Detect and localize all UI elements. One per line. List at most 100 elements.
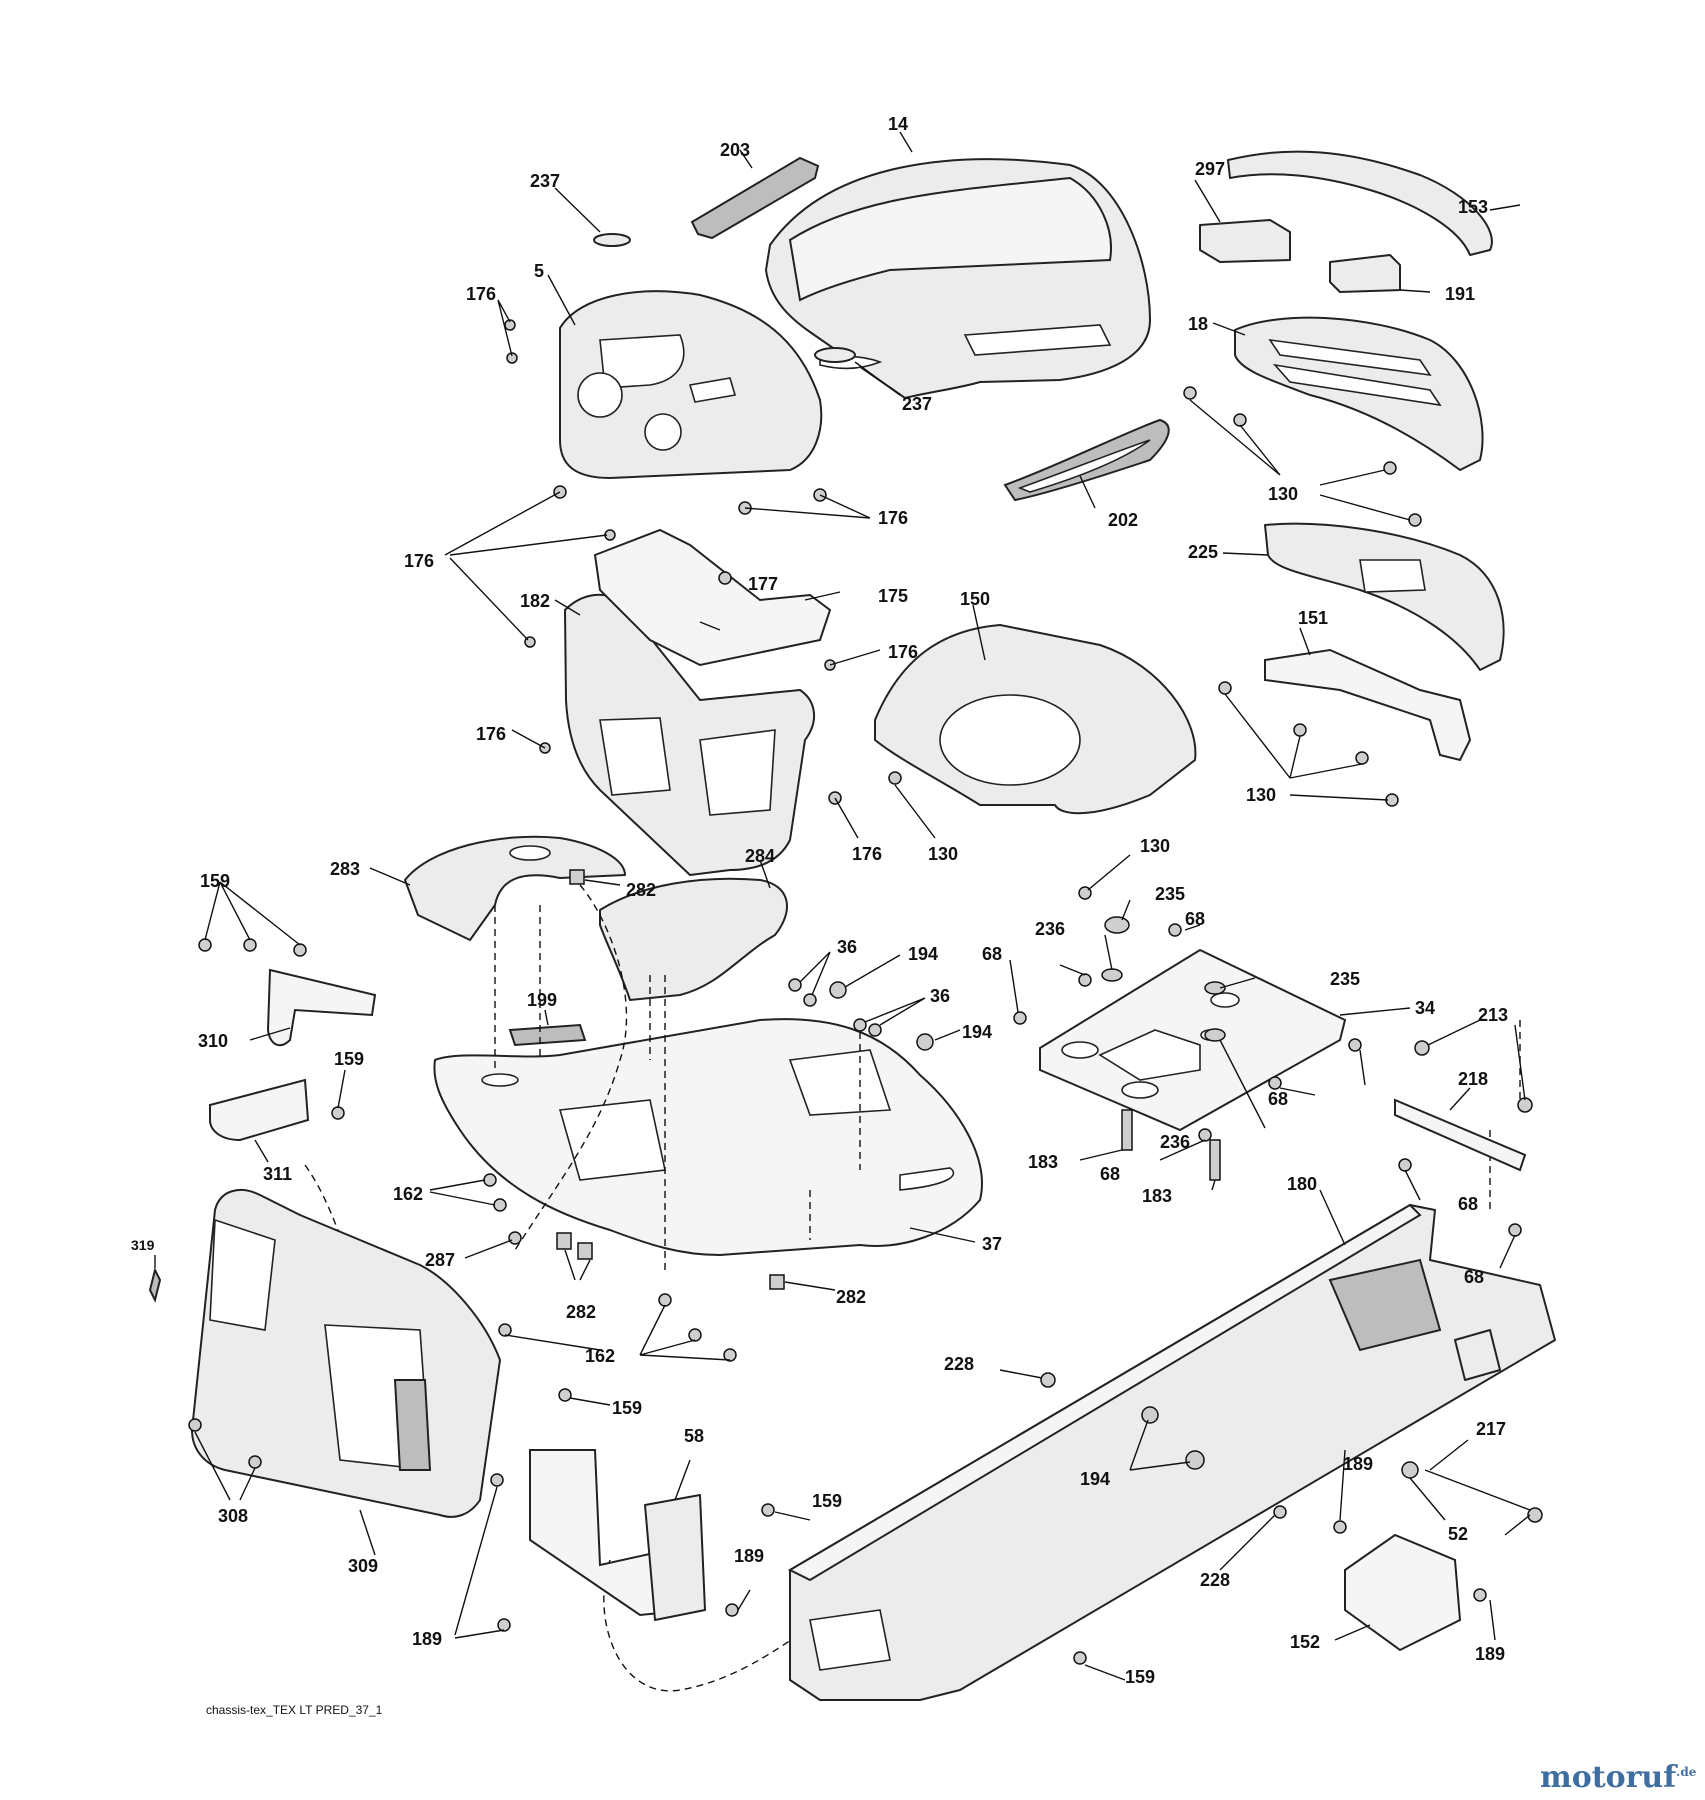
callout: 235 (1155, 884, 1185, 904)
callout: 310 (198, 1031, 228, 1051)
callout: 14 (888, 114, 908, 134)
callout: 218 (1458, 1069, 1488, 1089)
callout: 159 (334, 1049, 364, 1069)
callout: 237 (530, 171, 560, 191)
callout: 36 (930, 986, 950, 1006)
callout: 159 (612, 1398, 642, 1418)
callout: 284 (745, 846, 775, 866)
part-rear-vent (1003, 418, 1170, 509)
callout: 130 (928, 844, 958, 864)
fasteners-308 (188, 1418, 262, 1501)
fasteners-36-194 (788, 951, 961, 1051)
part-mounting-plate (1039, 948, 1411, 1132)
part-fuel-cover (369, 835, 626, 941)
callout: 236 (1035, 919, 1065, 939)
callout: 52 (1448, 1524, 1468, 1544)
callout: 228 (944, 1354, 974, 1374)
part-front-frame (191, 1189, 501, 1556)
callout: 176 (878, 508, 908, 528)
part-plug-lower (814, 347, 901, 396)
part-hood (765, 131, 1151, 399)
callout: 58 (684, 1426, 704, 1446)
part-bracket-310 (249, 968, 377, 1047)
callout: 68 (1100, 1164, 1120, 1184)
callout: 130 (1246, 785, 1276, 805)
fasteners-159-top (198, 881, 346, 1120)
callout: 202 (1108, 510, 1138, 530)
callout: 68 (1268, 1089, 1288, 1109)
fasteners-189-left (454, 1473, 751, 1639)
callout: 309 (348, 1556, 378, 1576)
callout: 283 (330, 859, 360, 879)
callout: 308 (218, 1506, 248, 1526)
callout: 311 (263, 1164, 292, 1184)
drawing-code: chassis-tex_TEX LT PRED_37_1 (206, 1703, 383, 1717)
callout: 319 (131, 1237, 155, 1253)
part-trim-strip-left (690, 149, 820, 240)
part-bracket-218 (1394, 1019, 1533, 1269)
callout: 34 (1415, 998, 1435, 1018)
callout: 153 (1458, 197, 1488, 217)
callout: 189 (412, 1629, 442, 1649)
callout: 159 (1125, 1667, 1155, 1687)
callout: 191 (1445, 284, 1475, 304)
fasteners-162-287 (429, 1173, 737, 1362)
callout: 159 (812, 1491, 842, 1511)
callout: 217 (1476, 1419, 1506, 1439)
callout: 189 (734, 1546, 764, 1566)
callout: 177 (748, 574, 778, 594)
part-dash-frame (554, 593, 815, 876)
part-cover-152 (1334, 1533, 1462, 1652)
callout: 176 (476, 724, 506, 744)
part-bracket-58 (529, 1449, 706, 1621)
callout: 228 (1200, 1570, 1230, 1590)
part-clip-199 (508, 1009, 587, 1047)
callout: 130 (1140, 836, 1170, 856)
part-plug-top (554, 187, 631, 247)
fasteners-frame (761, 1369, 1543, 1681)
callout: 18 (1188, 314, 1208, 334)
screws-130-bracket (1218, 681, 1399, 807)
callout: 237 (902, 394, 932, 414)
callout: 151 (1298, 608, 1328, 628)
part-main-frame (787, 1189, 1556, 1701)
callout: 194 (1080, 1469, 1110, 1489)
part-clip-319 (148, 1255, 162, 1303)
callout: 175 (878, 586, 908, 606)
part-trim-strip-right (1227, 150, 1521, 256)
clips-282 (556, 869, 836, 1291)
callout: 162 (585, 1346, 615, 1366)
part-dash-panel (547, 274, 823, 479)
callout: 182 (520, 591, 550, 611)
callout: 5 (534, 261, 544, 281)
fasteners-176-mid (449, 529, 881, 839)
part-insert-297 (1194, 179, 1291, 263)
callout: 203 (720, 140, 750, 160)
callout: 287 (425, 1250, 455, 1270)
watermark-name: motoruf (1540, 1760, 1677, 1795)
callout: 36 (837, 937, 857, 957)
watermark-tld: .de (1676, 1765, 1697, 1779)
callout: 68 (982, 944, 1002, 964)
fasteners-176-top (444, 299, 871, 556)
callout: 235 (1330, 969, 1360, 989)
callout: 282 (836, 1287, 866, 1307)
callout: 199 (527, 990, 557, 1010)
callout-labels: 14 203 237 297 153 191 176 5 237 18 130 … (131, 114, 1508, 1687)
screws-130-tray (888, 771, 1131, 900)
part-grille (1212, 316, 1484, 471)
part-seat-cover (599, 859, 788, 1001)
callout: 297 (1195, 159, 1225, 179)
part-bumper-bracket (1264, 627, 1472, 762)
callout: 180 (1287, 1174, 1317, 1194)
fasteners-235-236-68-183 (1009, 899, 1366, 1191)
callout: 150 (960, 589, 990, 609)
callout: 282 (626, 880, 656, 900)
part-insert-191 (1329, 254, 1431, 293)
callout: 159 (200, 871, 230, 891)
callout: 194 (962, 1022, 992, 1042)
screws-130-top (1183, 386, 1422, 527)
callout: 236 (1160, 1132, 1190, 1152)
watermark-logo: motoruf.de (1540, 1760, 1696, 1795)
